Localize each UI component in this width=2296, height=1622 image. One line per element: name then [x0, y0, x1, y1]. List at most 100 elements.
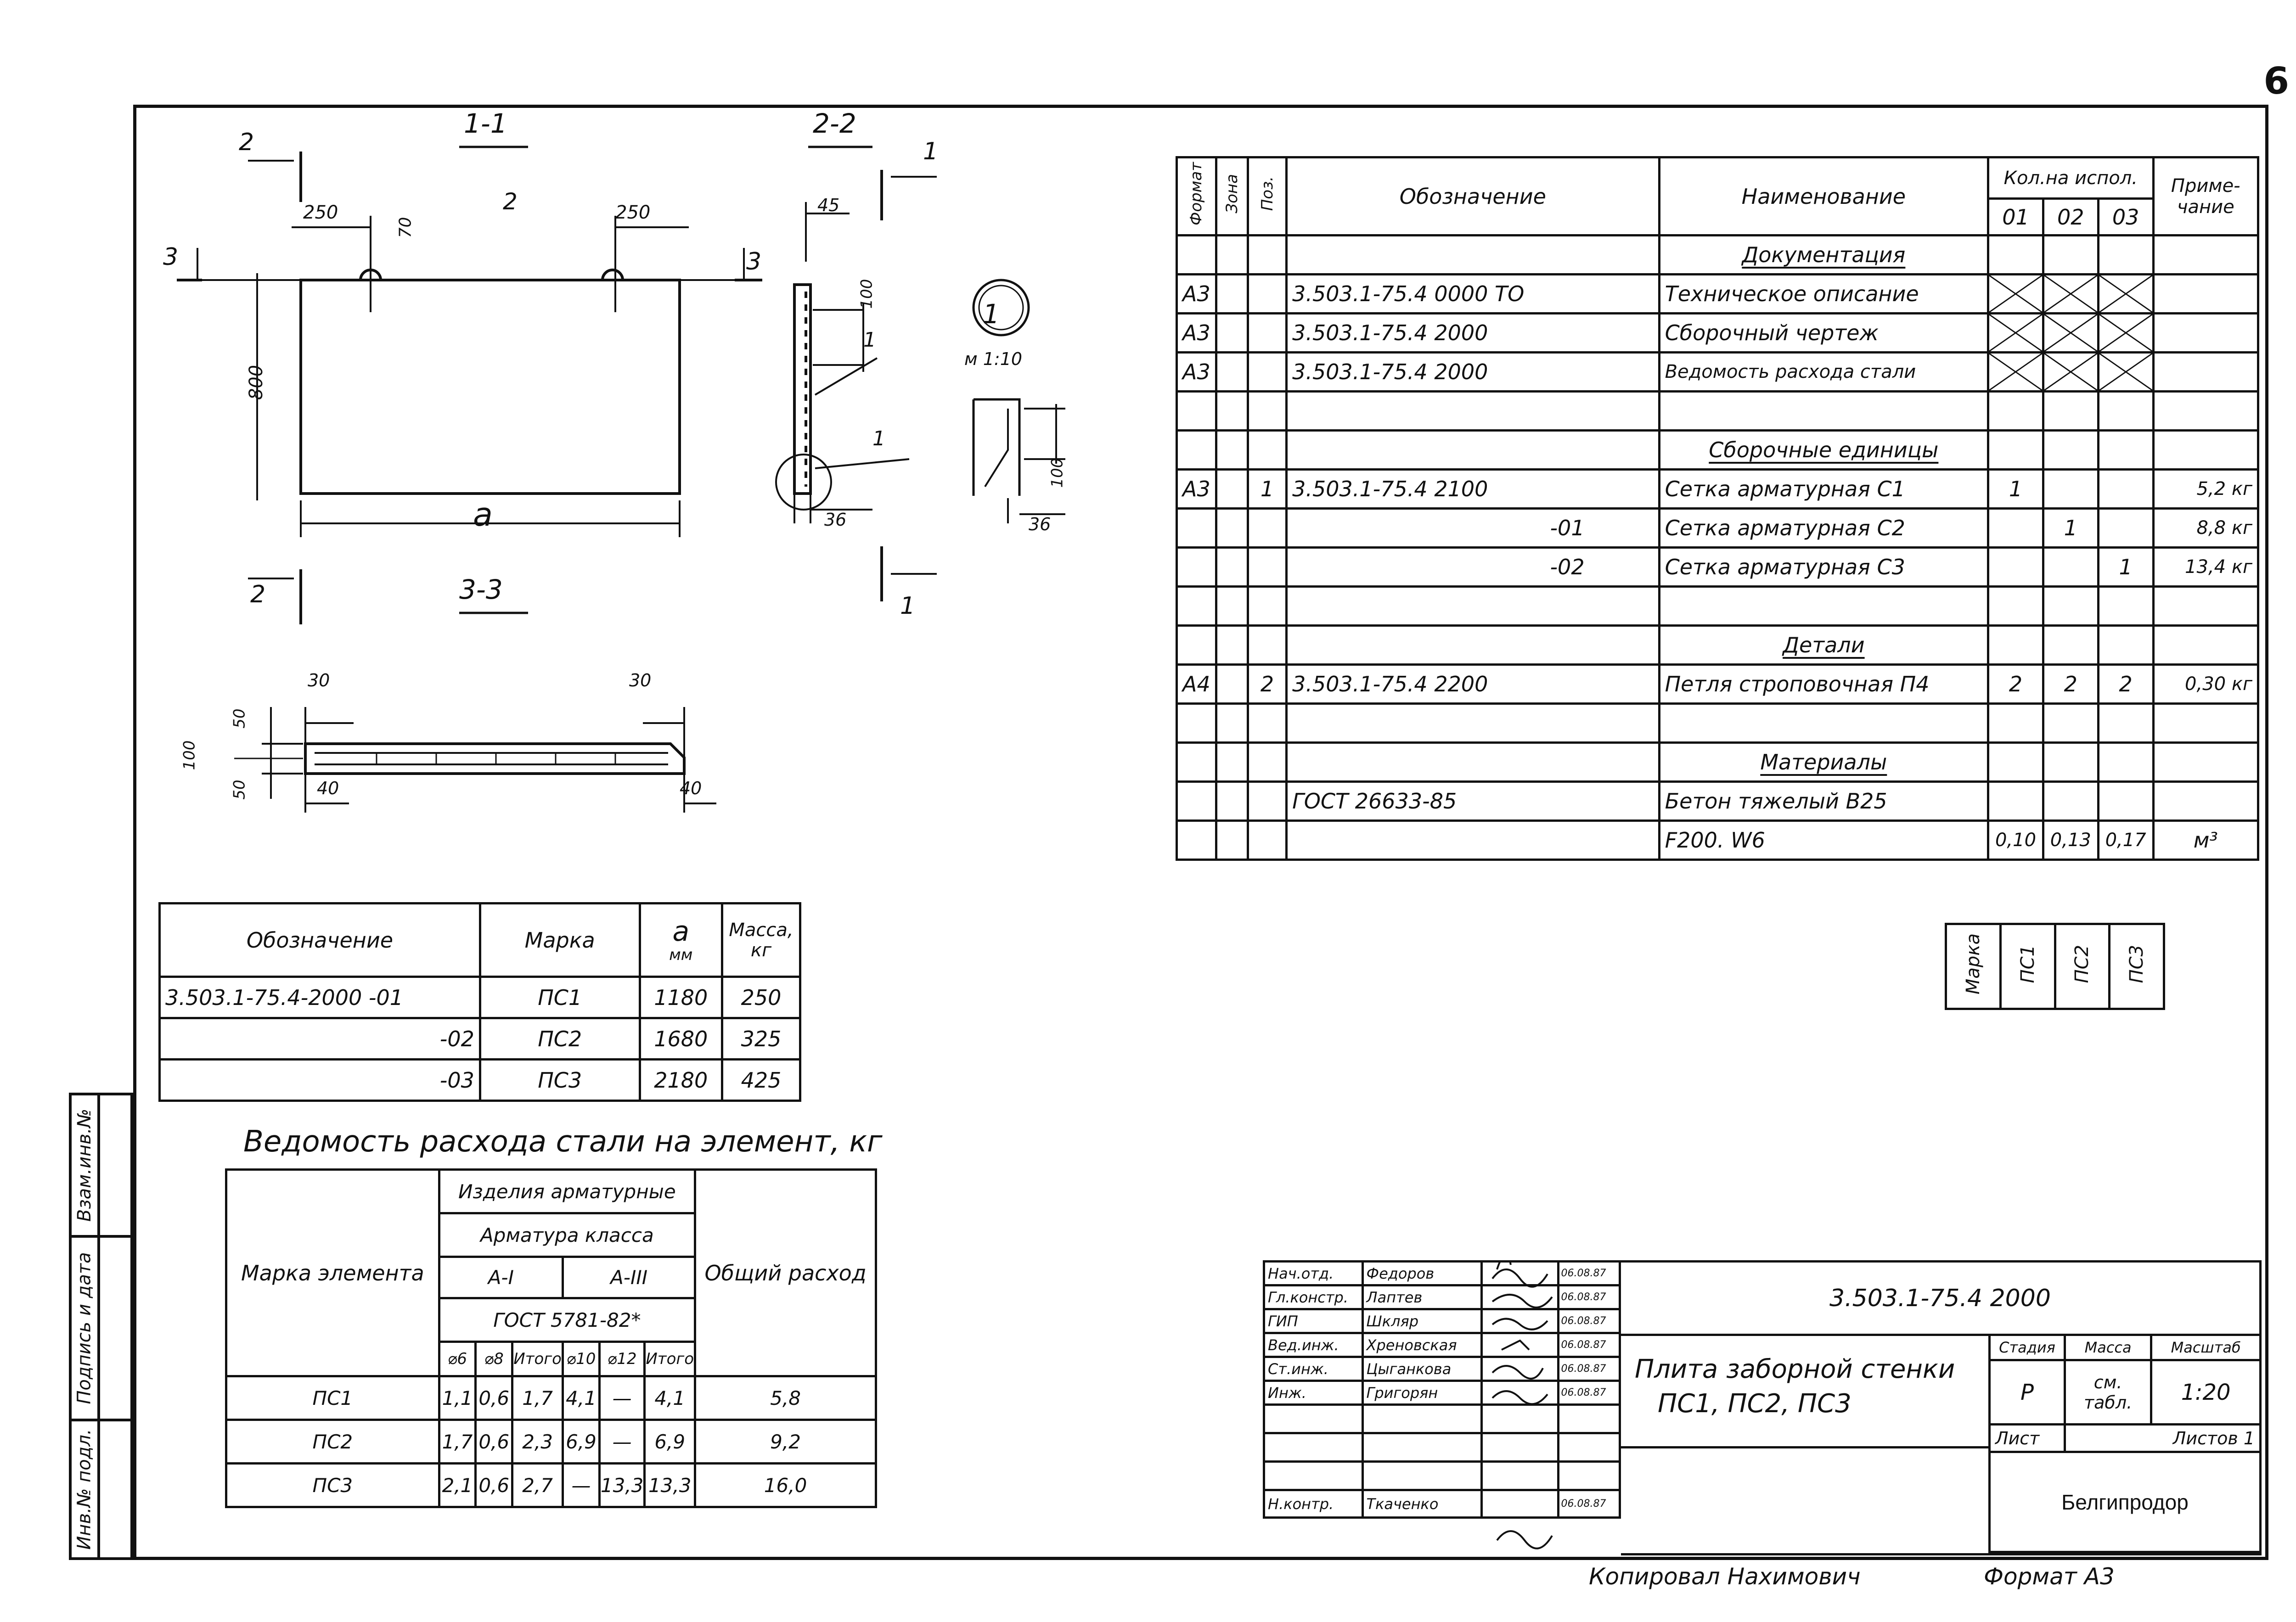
dim-70: 70 [396, 217, 415, 238]
spec-cell-crossed [2097, 351, 2155, 393]
spec-cell-q02: 1 [2042, 507, 2099, 549]
spec-doc-row: А3 3.503.1-75.4 0000 ТО Техническое опис… [1176, 273, 2260, 314]
steel-header-d12: ⌀12 [598, 1341, 646, 1377]
marks-header-mass-unit: кг [750, 939, 772, 961]
drawing-title-line2: ПС1, ПС2, ПС3 [1658, 1389, 1851, 1419]
spec-cell-note: 5,2 кг [2152, 468, 2260, 510]
marks-cell-designation: -03 [158, 1058, 481, 1102]
scale-value: 1:20 [2150, 1359, 2262, 1426]
sheet-label: Лист [1988, 1423, 2066, 1453]
signer-name: Цыганкова [1361, 1356, 1483, 1382]
marker-1-bottom: 1 [900, 592, 916, 620]
spec-cell-designation [1285, 819, 1660, 861]
pos-2-label: 2 [503, 188, 518, 215]
copied-by: Копировал Нахимович [1589, 1563, 1861, 1590]
node-1-label: 1 [983, 298, 1000, 330]
signer-date: 06.08.87 [1557, 1332, 1621, 1358]
steel-table: Марка элемента Изделия арматурные Общий … [225, 1168, 877, 1508]
signer-name: Ткаченко [1361, 1489, 1483, 1519]
spec-header-qty: Кол.на испол. [1987, 156, 2155, 200]
sidebar-vzam-label: Взам.инв.№ [74, 1108, 95, 1222]
sheet-format: Формат А3 [1984, 1563, 2115, 1590]
table-row: -03 ПС3 2180 425 [158, 1058, 801, 1102]
steel-cell-marka: ПС2 [225, 1419, 440, 1465]
table-row: 3.503.1-75.4-2000 -01 ПС1 1180 250 [158, 976, 801, 1019]
dim-250-right: 250 [615, 202, 651, 223]
signer-date: 06.08.87 [1557, 1380, 1621, 1406]
spec-cell-crossed [2042, 312, 2099, 354]
dim-40-left: 40 [317, 778, 339, 798]
title-block-main: 3.503.1-75.4 2000 Плита заборной стенки … [1621, 1260, 2262, 1555]
signer-row: Н.контр. Ткаченко 06.08.87 [1263, 1489, 1621, 1519]
spec-header-name: Наименование [1658, 156, 1990, 236]
spec-section-materials: Материалы [1760, 750, 1887, 775]
spec-cell-name: F200. W6 [1658, 819, 1990, 861]
spec-cell-format: А3 [1176, 312, 1217, 354]
steel-header-a3: А-III [562, 1256, 697, 1299]
signature [1480, 1380, 1559, 1406]
spec-header-q01: 01 [1987, 197, 2044, 236]
signer-row: Гл.констр. Лаптев 06.08.87 [1263, 1284, 1621, 1310]
spec-marka-strip: Марка ПС1 ПС2 ПС3 [1945, 923, 2165, 1010]
organization-name: Белгипродор [1988, 1451, 2262, 1553]
steel-header-d8: ⌀8 [474, 1341, 514, 1377]
spec-marka-value: ПС3 [2126, 945, 2148, 983]
signer-role: Гл.констр. [1263, 1284, 1364, 1310]
scale-label: Масштаб [2150, 1334, 2262, 1361]
steel-cell-it1: 1,7 [511, 1375, 564, 1421]
dim-50-top: 50 [230, 708, 249, 729]
dim-40-right: 40 [680, 778, 702, 798]
spec-cell-q03 [2097, 507, 2155, 549]
sidebar-sign: Подпись и дата [72, 1238, 130, 1421]
stage-block: Стадия Масса Масштаб Р см. табл. 1:20 Ли… [1988, 1334, 2262, 1555]
signer-row: Ст.инж. Цыганкова 06.08.87 [1263, 1356, 1621, 1382]
steel-header-class: Арматура класса [438, 1212, 697, 1258]
spec-cell-crossed [2042, 351, 2099, 393]
spec-detail-row: А4 2 3.503.1-75.4 2200 Петля строповочна… [1176, 663, 2260, 705]
signer-role: Н.контр. [1263, 1489, 1364, 1519]
marks-cell-mass: 325 [721, 1017, 801, 1061]
spec-cell-name: Сетка арматурная С2 [1658, 507, 1990, 549]
marks-cell-mass: 250 [721, 976, 801, 1019]
spec-cell-q03: 0,17 [2097, 819, 2155, 861]
spec-cell-crossed [2042, 273, 2099, 314]
page-number: 6 [2263, 60, 2289, 102]
drawing-frame [133, 105, 2268, 1560]
steel-cell-marka: ПС1 [225, 1375, 440, 1421]
plate-elevation [299, 279, 681, 495]
stage-value: Р [1988, 1359, 2066, 1426]
spec-cell-designation: 3.503.1-75.4 0000 ТО [1285, 273, 1660, 314]
spec-header-q02: 02 [2042, 197, 2099, 236]
spec-material-row: F200. W6 0,10 0,13 0,17 м³ [1176, 819, 2260, 861]
spec-cell-name: Сетка арматурная С1 [1658, 468, 1990, 510]
spec-cell-format: А3 [1176, 468, 1217, 510]
sidebar-stamp: Взам.инв.№ Подпись и дата Инв.№ подл. [69, 1093, 133, 1560]
spec-header-zone: Зона [1222, 174, 1241, 213]
steel-cell-d10: 6,9 [562, 1419, 601, 1465]
technical-drawings [177, 146, 1065, 813]
dim-45: 45 [817, 195, 840, 215]
dim-30-right: 30 [629, 670, 652, 690]
dim-800: 800 [246, 365, 267, 400]
mass-value: см. табл. [2063, 1359, 2153, 1426]
marker-1-top: 1 [923, 138, 939, 165]
dim-a: a [473, 496, 493, 533]
signature [1480, 1332, 1559, 1358]
spec-cell-note: 13,4 кг [2152, 546, 2260, 588]
steel-cell-d10: 4,1 [562, 1375, 601, 1421]
spec-cell-q03 [2097, 780, 2155, 822]
table-row: ПС1 1,1 0,6 1,7 4,1 — 4,1 5,8 [225, 1375, 877, 1421]
spec-cell-crossed [2097, 273, 2155, 314]
steel-cell-d6: 1,7 [438, 1419, 477, 1465]
section-2-2-title: 2-2 [813, 108, 856, 139]
signature-scribbles [1491, 1260, 1553, 1549]
signer-name: Федоров [1361, 1260, 1483, 1286]
drawing-code: 3.503.1-75.4 2000 [1621, 1263, 2259, 1336]
spec-unit-row: -01 Сетка арматурная С2 1 8,8 кг [1176, 507, 2260, 549]
steel-cell-d6: 2,1 [438, 1462, 477, 1508]
mass-label: Масса [2063, 1334, 2153, 1361]
steel-header-total: Общий расход [694, 1168, 877, 1377]
spec-header-format: Формат [1187, 162, 1206, 225]
signer-row: Инж. Григорян 06.08.87 [1263, 1380, 1621, 1406]
spec-section-docs: Документация [1742, 242, 1906, 267]
